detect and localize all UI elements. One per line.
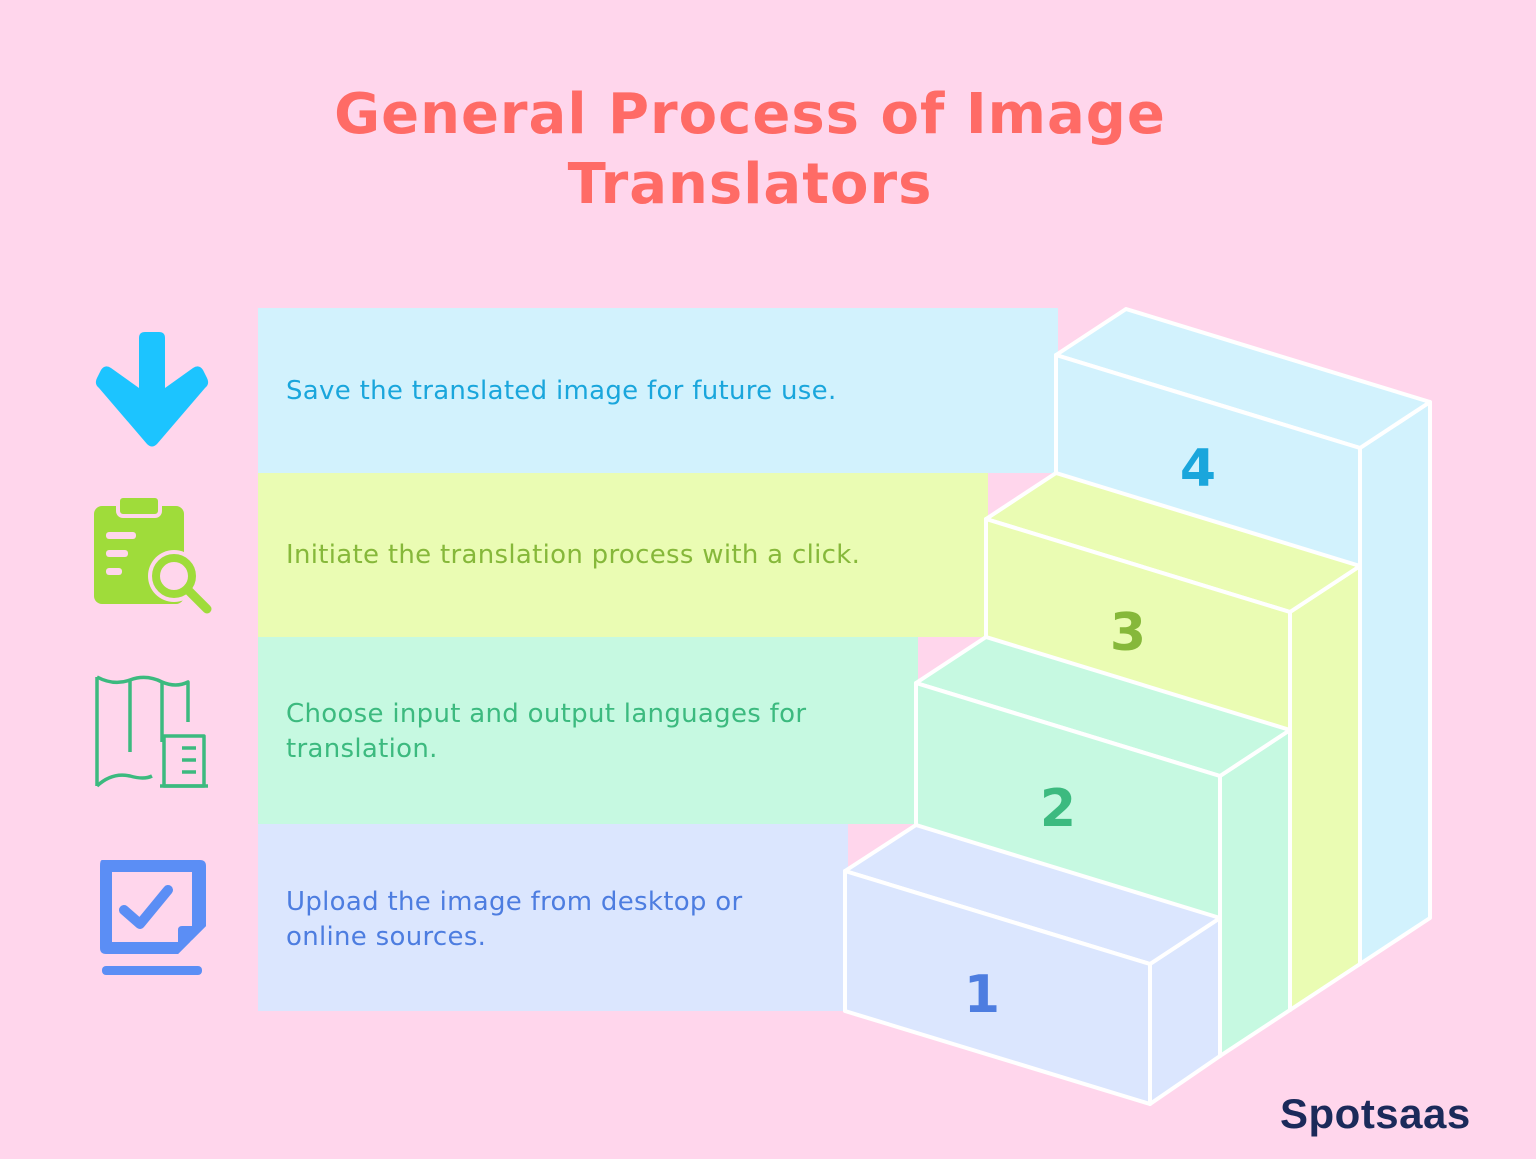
step-2-side: [1218, 728, 1292, 1058]
step-2-text: Choose input and output languages for tr…: [286, 697, 806, 767]
step-1-text: Upload the image from desktop or online …: [286, 885, 743, 955]
page-title: General Process of Image Translators: [250, 80, 1250, 220]
download-arrow-icon: [95, 332, 209, 447]
step-4-side: [1358, 400, 1432, 966]
clipboard-search-icon: [94, 494, 212, 614]
step-3-side: [1288, 564, 1362, 1012]
map-icon: [95, 675, 208, 788]
step-4-text: Save the translated image for future use…: [286, 376, 837, 406]
title-line-1: General Process of Image: [334, 82, 1166, 147]
step-3-number: 3: [1110, 603, 1146, 663]
step-2-number: 2: [1040, 779, 1076, 839]
step-1-text-line-1: Upload the image from desktop or: [286, 887, 743, 917]
step-1-text-line-2: online sources.: [286, 922, 487, 952]
brand-logo: Spotsaas: [1280, 1090, 1471, 1137]
title-line-2: Translators: [567, 152, 933, 217]
checked-screen-icon: [100, 860, 206, 975]
step-1-number: 1: [964, 965, 1000, 1025]
step-3-band: [258, 473, 988, 637]
step-2-band: [258, 637, 918, 824]
step-4-band: [258, 308, 1058, 473]
step-4-number: 4: [1180, 439, 1216, 499]
step-3-text: Initiate the translation process with a …: [286, 540, 861, 570]
step-2-text-line-2: translation.: [286, 734, 438, 764]
step-1-band: [258, 824, 848, 1011]
step-2-text-line-1: Choose input and output languages for: [286, 699, 807, 729]
step-1-front: [843, 869, 1152, 1106]
